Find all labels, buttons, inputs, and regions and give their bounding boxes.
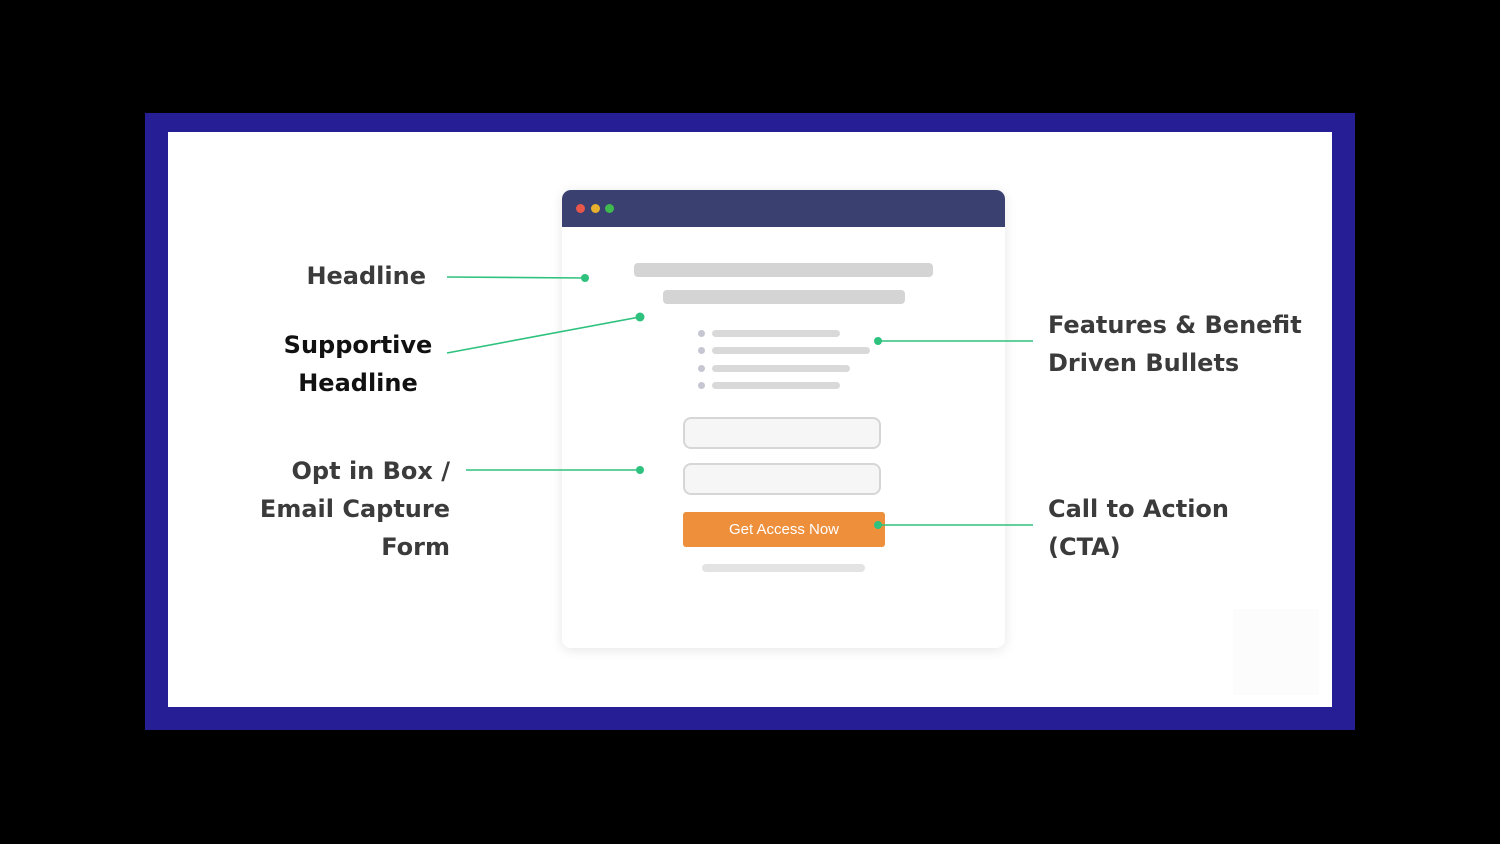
bullet-line [712,382,840,389]
email-field-mock [683,463,881,495]
name-field-mock [683,417,881,449]
headline-connector [446,276,586,279]
supportive-connector [446,316,641,354]
cta-label: Call to Action (CTA) [1048,495,1230,561]
minimize-dot-icon [591,204,600,213]
bullet-line [712,347,870,354]
features-connector-dot [874,337,882,345]
headline-connector-dot [581,274,589,282]
bullet-dot [698,382,705,389]
get-access-button: Get Access Now [683,512,885,547]
faint-square [1233,609,1319,695]
supportive-headline-label: Supportive Headline [283,331,433,397]
optin-connector-dot [636,466,644,474]
optin-label: Opt in Box / Email Capture Form [259,457,450,561]
diagram-canvas: Get Access Now [168,132,1332,707]
browser-mockup: Get Access Now [562,190,1005,648]
bullet-dot [698,347,705,354]
cta-connector-dot [874,521,882,529]
headline-placeholder [634,263,933,277]
supportive-connector-dot [635,312,645,322]
bullet-dot [698,330,705,337]
footer-placeholder [702,564,865,572]
bullet-line [712,365,850,372]
browser-titlebar [562,190,1005,227]
bullet-line [712,330,840,337]
diagram-frame: Get Access Now [145,113,1355,730]
maximize-dot-icon [605,204,614,213]
bullet-dot [698,365,705,372]
features-label: Features & Benefit Driven Bullets [1048,311,1302,377]
close-dot-icon [576,204,585,213]
supportive-headline-placeholder [663,290,905,304]
headline-label: Headline [306,262,426,290]
